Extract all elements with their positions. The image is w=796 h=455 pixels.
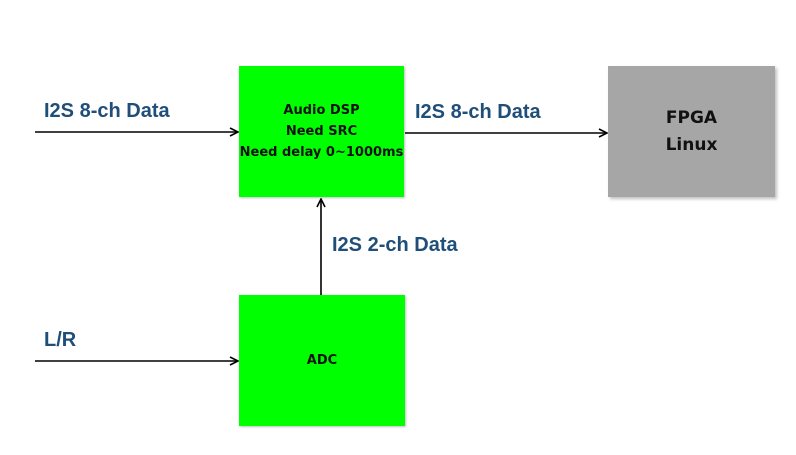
adc-2ch-data-label: I2S 2-ch Data [332,234,458,256]
audio-dsp-block: Audio DSP Need SRC Need delay 0~1000ms [239,66,404,197]
fpga-linux-block: FPGA Linux [608,66,775,197]
fpga-line-1: FPGA [665,107,718,128]
dsp-line-2: Need SRC [285,124,358,139]
fpga-line-2: Linux [665,134,718,155]
dsp-line-1: Audio DSP [283,103,360,118]
adc-label: ADC [306,353,338,368]
adc-block: ADC [239,295,405,426]
input-8ch-data-label: I2S 8-ch Data [44,100,170,122]
lr-input-label: L/R [44,329,77,351]
dsp-line-3: Need delay 0~1000ms [239,145,404,160]
output-8ch-data-label: I2S 8-ch Data [415,101,541,123]
